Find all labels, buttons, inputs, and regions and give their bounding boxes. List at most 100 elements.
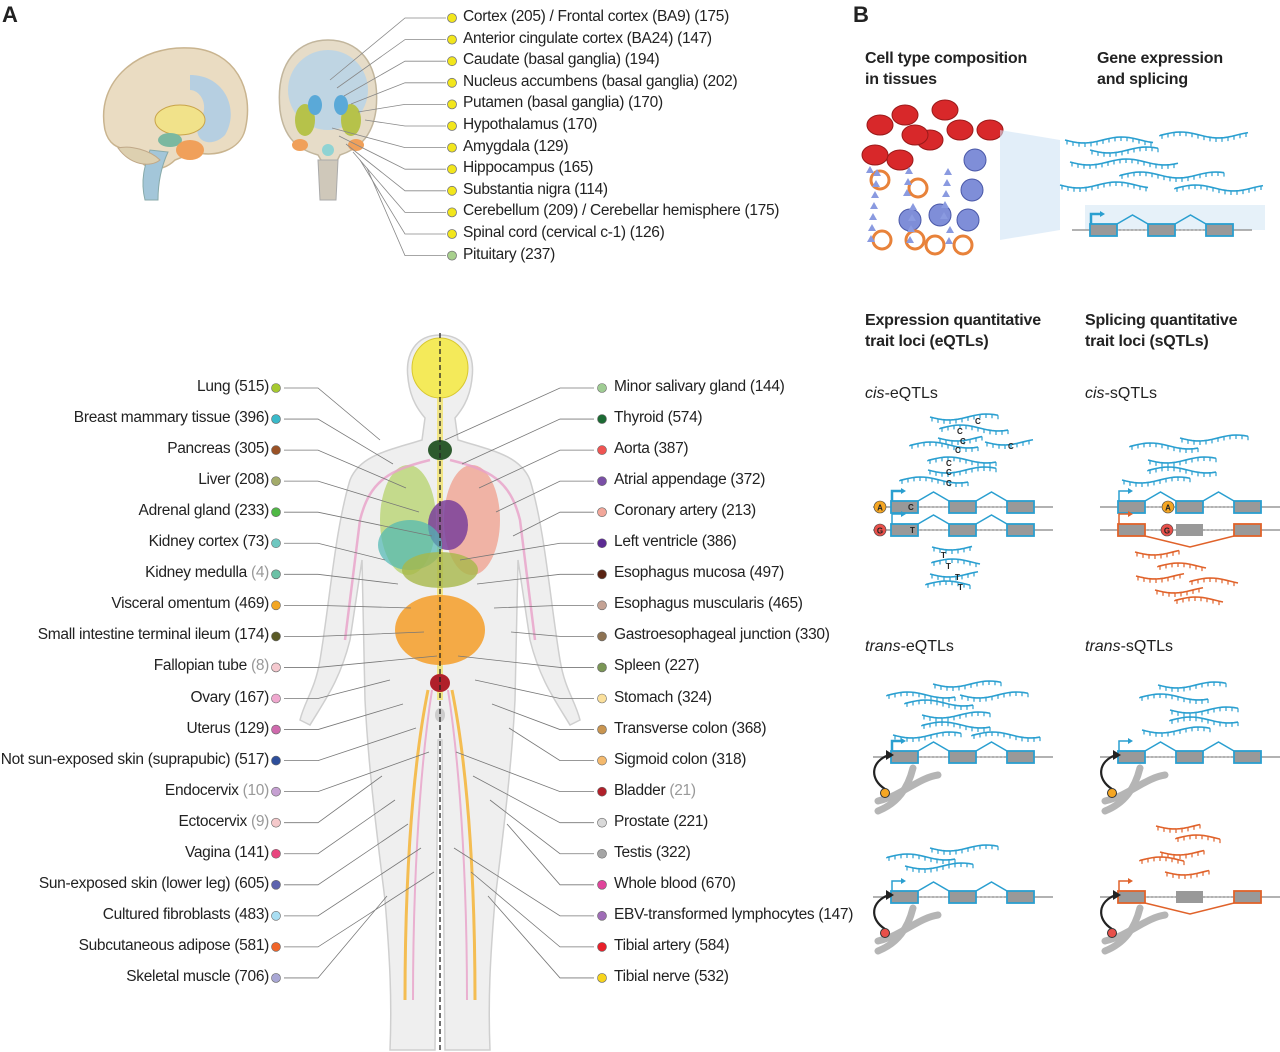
red-blood-cell [946,119,974,141]
exon [1147,223,1176,237]
tissue-dot [271,445,281,455]
tissue-count: (174) [234,626,269,644]
brain-region [158,133,182,147]
tissue-dot [271,693,281,704]
sagittal-brain [102,47,249,201]
exon [1176,524,1203,536]
rna-read-ticks [1141,857,1185,866]
leader-line [352,151,446,213]
tissue-label: Coronary artery (213) [614,502,756,520]
brain-region-label: Cortex (205) / Frontal cortex (BA9) (175… [463,8,729,26]
chromosome [1101,764,1144,815]
tissue-label: EBV-transformed lymphocytes (147) [614,906,853,924]
tissue-name: Vagina [184,843,231,861]
rna-read-ticks [931,572,975,581]
brain-region-dot [447,207,457,218]
rna-read [1069,158,1179,166]
tissue-count: (318) [711,750,747,768]
tissue-count: (372) [730,471,766,489]
red-blood-cell [861,144,889,166]
brain-region-dot [447,164,457,175]
tissue-name: EBV-transformed lymphocytes [614,905,815,923]
rna-read [886,691,956,699]
tissue-count: (605) [234,874,269,892]
tissue-dot [597,569,607,580]
body-figure [299,334,581,1051]
tissue-count: (465) [767,595,803,613]
leader-line [284,449,407,489]
trans-arrowhead [1113,890,1121,900]
rna-read-ticks [939,436,983,445]
tissue-name: Adrenal gland [138,502,231,520]
trans-eqtl-label: trans-eQTLs [865,638,954,655]
tissue-label: Atrial appendage (372) [614,471,765,489]
brain-region-name: Cerebellum (209) / Cerebellar hemisphere… [463,202,780,220]
allele-letter: T [955,573,960,582]
rna-read-ticks [911,442,979,452]
leader-line [350,82,446,105]
exon [890,523,919,537]
splice-junction [975,491,1008,502]
rna-read [1164,869,1210,876]
tissue-label: Subcutaneous adipose (581) [79,937,270,955]
chromosome [874,764,917,815]
allele-letter: G [877,527,883,536]
tissue-name: Kidney cortex [148,533,239,551]
tissue-label: Thyroid (574) [614,409,703,427]
platelet [941,201,949,208]
platelet [905,167,913,174]
tissue-name: Coronary artery [614,502,718,520]
tissue-count: (368) [731,719,767,737]
exon [1006,750,1035,764]
platelet [945,237,953,244]
brain-stem [317,159,339,201]
rna-read [1179,434,1249,442]
tissue-name: Visceral omentum [111,595,231,613]
rna-read-ticks [973,732,1041,742]
tissue-dot [597,507,607,518]
leader-line [512,511,594,537]
leader-line [343,60,446,97]
tissue-dot [597,445,607,455]
tissue-dot [271,973,281,983]
leader-line [364,119,446,127]
platelet [944,168,952,175]
tissue-label: Visceral omentum (469) [111,595,269,613]
tissue-name: Ovary [190,688,231,706]
exon [948,890,977,904]
rna-read [1159,131,1249,139]
rna-read-ticks [1137,574,1181,583]
tissue-count: (322) [655,843,691,861]
rna-read-ticks [931,845,999,855]
rna-read-ticks [1176,597,1220,606]
tissue-dot [271,786,281,797]
allele-letter: C [908,503,914,512]
tissue-name: Atrial appendage [614,471,727,489]
rna-read [1141,726,1211,734]
tissue-count: (706) [234,967,269,985]
rna-read-ticks [1177,835,1221,844]
leader-line [478,449,594,489]
tissue-name: Prostate [614,812,670,830]
brain-region-label: Nucleus accumbens (basal ganglia) (202) [463,73,738,91]
allele-marker [873,523,887,537]
tss-arrow [891,513,901,524]
rna-read-ticks [1171,717,1239,727]
brain-region-dot [447,121,457,131]
tissue-name: Breast mammary tissue [73,409,231,427]
tissue-label: Uterus (129) [186,720,269,738]
tissue-dot [597,879,607,890]
rna-read-ticks [929,457,997,467]
tissue-dot [597,942,607,952]
tissue-label: Sigmoid colon (318) [614,751,746,769]
exon [948,523,977,537]
tss-arrow [1118,513,1128,524]
tss-arrowhead [901,488,906,494]
tissue-name: Tibial artery [614,936,691,954]
rna-read [929,570,979,578]
chromosome [874,911,942,945]
leader-line [472,775,594,824]
pituitary [322,144,334,156]
rna-read-ticks [933,546,971,554]
rna-read [1139,693,1209,701]
